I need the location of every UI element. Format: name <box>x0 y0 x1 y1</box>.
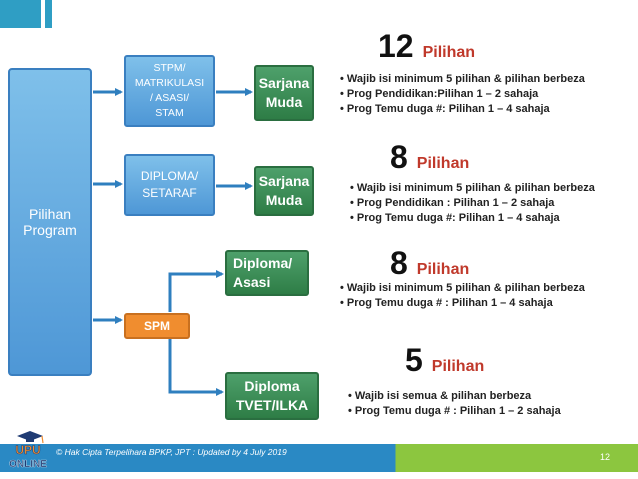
choice-count-1: 12 <box>378 28 414 64</box>
footer-copyright: © Hak Cipta Terpelihara BPKP, JPT : Upda… <box>56 447 287 457</box>
rule-item: Prog Temu duga # : Pilihan 1 – 4 sahaja <box>340 296 585 311</box>
entry-box-spm: SPM <box>124 313 190 339</box>
choice-rules-2: Wajib isi minimum 5 pilihan & pilihan be… <box>350 181 595 226</box>
upu-online-logo: UPU ONLINE <box>9 431 47 470</box>
entry-box-diploma-setaraf: DIPLOMA/ SETARAF <box>124 154 215 216</box>
target-box-sarjana-muda-2: Sarjana Muda <box>254 166 314 216</box>
logo-text-top: UPU <box>15 443 40 457</box>
choice-heading-4: 5 Pilihan <box>405 344 484 376</box>
choice-rules-3: Wajib isi minimum 5 pilihan & pilihan be… <box>340 281 585 311</box>
target-box-sarjana-muda-1: Sarjana Muda <box>254 65 314 121</box>
choice-label-3: Pilihan <box>416 261 470 278</box>
footer-band <box>0 444 638 472</box>
choice-count-2: 8 <box>390 139 408 175</box>
rule-item: Wajib isi minimum 5 pilihan & pilihan be… <box>340 281 585 296</box>
choice-heading-3: 8 Pilihan <box>390 247 469 279</box>
rule-item: Wajib isi minimum 5 pilihan & pilihan be… <box>350 181 595 196</box>
rule-item: Prog Temu duga # : Pilihan 1 – 2 sahaja <box>348 404 561 419</box>
rule-item: Prog Pendidikan:Pilihan 1 – 2 sahaja <box>340 87 585 102</box>
page-number: 12 <box>600 452 611 462</box>
choice-rules-4: Wajib isi semua & pilihan berbeza Prog T… <box>348 389 561 419</box>
corner-accent-bar <box>45 0 52 28</box>
rule-item: Wajib isi minimum 5 pilihan & pilihan be… <box>340 72 585 87</box>
target-box-diploma-asasi: Diploma/ Asasi <box>225 250 309 296</box>
pilihan-program-box: Pilihan Program <box>8 68 92 376</box>
choice-count-4: 5 <box>405 342 423 378</box>
choice-heading-1: 12 Pilihan <box>378 30 475 62</box>
choice-count-3: 8 <box>390 245 408 281</box>
rule-item: Prog Temu duga #: Pilihan 1 – 4 sahaja <box>340 102 585 117</box>
choice-label-4: Pilihan <box>431 358 485 375</box>
choice-rules-1: Wajib isi minimum 5 pilihan & pilihan be… <box>340 72 585 117</box>
logo-text-bottom: ONLINE <box>9 459 47 470</box>
target-box-diploma-tvet: Diploma TVET/ILKA <box>225 372 319 420</box>
rule-item: Prog Pendidikan : Pilihan 1 – 2 sahaja <box>350 196 595 211</box>
rule-item: Wajib isi semua & pilihan berbeza <box>348 389 561 404</box>
choice-label-1: Pilihan <box>422 44 476 61</box>
arrow-spm-to-branches <box>168 272 222 394</box>
corner-accent-square <box>0 0 41 28</box>
choice-label-2: Pilihan <box>416 155 470 172</box>
choice-heading-2: 8 Pilihan <box>390 141 469 173</box>
rule-item: Prog Temu duga #: Pilihan 1 – 4 sahaja <box>350 211 595 226</box>
entry-box-stpm: STPM/ MATRIKULASI / ASASI/ STAM <box>124 55 215 127</box>
